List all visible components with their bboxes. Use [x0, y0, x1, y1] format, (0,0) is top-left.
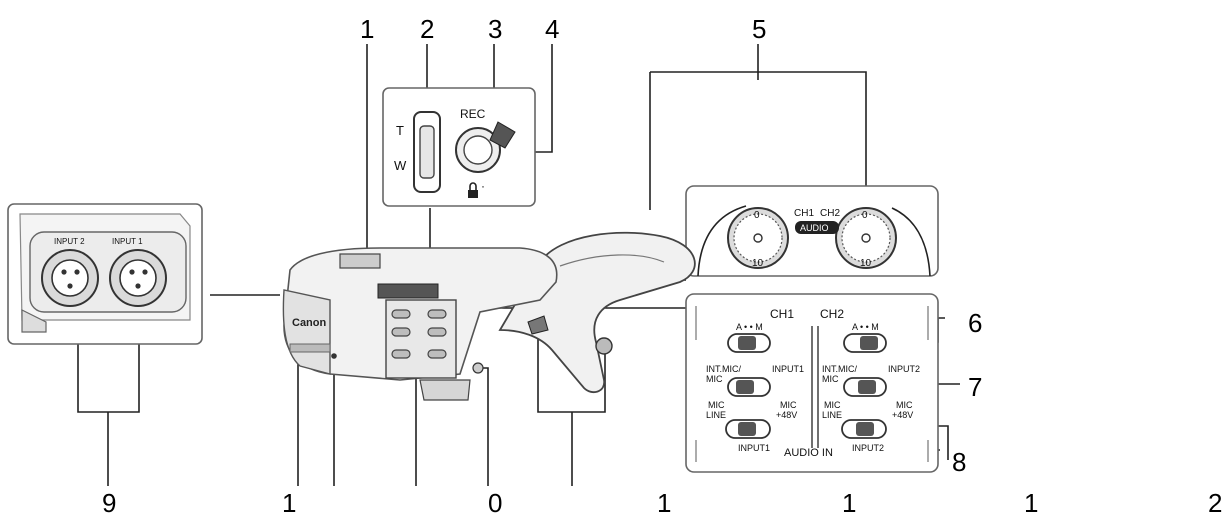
callout-bottom-9: 9 [102, 488, 116, 518]
ch2-mic-row3-label: MIC [824, 400, 841, 410]
callout-bottom-1c: 1 [842, 488, 856, 518]
ch2-level-dial[interactable] [835, 207, 897, 269]
ch2-input-select-switch[interactable] [843, 377, 887, 397]
xlr-input-panel: INPUT 2 INPUT 1 [7, 203, 203, 345]
callout-right-8: 8 [952, 447, 966, 477]
mini-audio-switches [391, 309, 447, 359]
callout-top-5: 5 [752, 14, 766, 44]
input2-level-switch[interactable] [841, 419, 887, 439]
ch2-am-label: A • • M [852, 322, 879, 332]
audio-switch-panel: CH1 CH2 A • • M A • • M INT.MIC/ MIC INP… [685, 293, 939, 473]
callout-top-4: 4 [545, 14, 559, 44]
ch2-dial-zero: 0 [862, 210, 868, 221]
tally-lamp [331, 353, 337, 359]
input1-level-switch[interactable] [725, 419, 771, 439]
lock-dot: · [481, 179, 485, 193]
audio-in-label: AUDIO IN [784, 447, 833, 459]
handle-unit-body: Canon [282, 231, 696, 401]
ch1-level-dial[interactable] [727, 207, 789, 269]
callout-bottom-1b: 1 [657, 488, 671, 518]
ch1-auto-manual-switch[interactable] [727, 333, 771, 353]
ch1-line-label: LINE [706, 410, 726, 420]
dial-ch2-label: CH2 [820, 208, 840, 219]
accessory-shoe[interactable] [339, 253, 381, 269]
xlr-input2-label: INPUT 2 [54, 237, 85, 246]
ch1-dial-zero: 0 [754, 210, 760, 221]
callout-bottom-1d: 1 [1024, 488, 1038, 518]
ch2-line-label: LINE [822, 410, 842, 420]
ch1-am-label: A • • M [736, 322, 763, 332]
ch1-48v-label: +48V [776, 410, 797, 420]
callout-top-3: 3 [488, 14, 502, 44]
ch2-48v-label: +48V [892, 410, 913, 420]
callout-top-2: 2 [420, 14, 434, 44]
ch1-mic-row3-label: MIC [708, 400, 725, 410]
callout-right-6: 6 [968, 308, 982, 338]
callout-bottom-2: 2 [1208, 488, 1222, 518]
ch1-dial-ten: 10 [752, 258, 764, 269]
callout-bottom-1a: 1 [282, 488, 296, 518]
canon-logo: Canon [292, 317, 327, 329]
ch2-auto-manual-switch[interactable] [843, 333, 887, 353]
ch1-input-select-switch[interactable] [727, 377, 771, 397]
audio-dial-panel: 0 10 0 10 CH1 CH2 AUDIO [685, 185, 939, 277]
ch1-intmic-label: INT.MIC/ [706, 364, 741, 374]
dial-audio-badge: AUDIO [800, 223, 829, 233]
callout-right-7: 7 [968, 372, 982, 402]
xlr-input2-jack[interactable] [41, 249, 99, 307]
ch2-input2-label: INPUT2 [888, 364, 920, 374]
rec-lock-lever[interactable] [489, 121, 516, 149]
ch2-mic-label: MIC [822, 374, 839, 384]
xlr-input1-jack[interactable] [109, 249, 167, 307]
switch-ch2-label: CH2 [820, 307, 844, 321]
xlr-input1-label: INPUT 1 [112, 237, 143, 246]
callout-top-1: 1 [360, 14, 374, 44]
switch-input1-label: INPUT1 [738, 443, 770, 453]
ch2-dial-ten: 10 [860, 258, 872, 269]
handle-screw[interactable] [595, 337, 613, 355]
ch1-mic-label: MIC [706, 374, 723, 384]
zoom-w-label: W [394, 158, 407, 173]
zoom-t-label: T [396, 123, 404, 138]
mounting-screw[interactable] [472, 362, 484, 374]
lock-icon [468, 182, 478, 198]
ch1-mic48-label: MIC [780, 400, 797, 410]
zoom-rec-panel: T W REC · [382, 87, 536, 207]
dial-ch1-label: CH1 [794, 208, 814, 219]
rec-label: REC [460, 107, 486, 121]
switch-ch1-label: CH1 [770, 307, 794, 321]
callout-bottom-0: 0 [488, 488, 502, 518]
switch-input2-label: INPUT2 [852, 443, 884, 453]
ch1-input1-label: INPUT1 [772, 364, 804, 374]
ch2-mic48-label: MIC [896, 400, 913, 410]
ch2-intmic-label: INT.MIC/ [822, 364, 857, 374]
